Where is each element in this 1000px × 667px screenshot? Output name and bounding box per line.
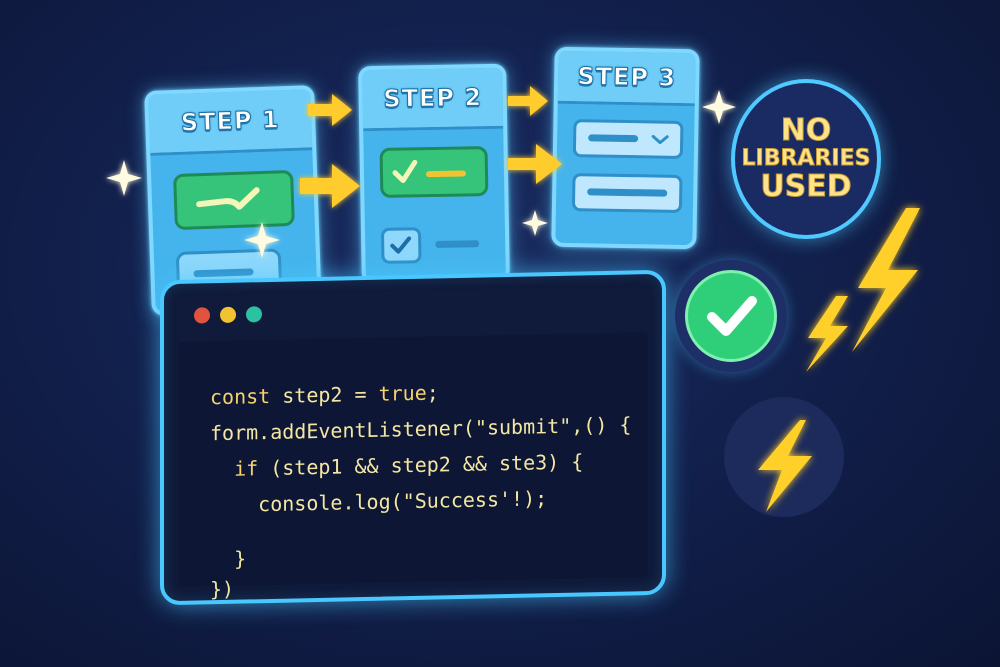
code-line-1: const step2 = true; [210,380,439,410]
lightning-icon [852,208,920,352]
lightning-icon [806,296,848,372]
window-maximize-dot[interactable] [246,306,262,323]
checkbox-check-icon [390,236,412,254]
sparkle-icon [702,90,736,124]
step-1-input-line [193,268,254,278]
step-1-success-field [173,169,295,231]
step-3-title: STEP 3 [577,62,677,93]
code-line-5: } [210,546,247,572]
step-3-card: STEP 3 [551,46,700,250]
success-check-circle [675,260,787,372]
step-3-input-line [587,188,668,197]
code-line-2: form.addEventListener("submit",() { [210,412,632,446]
step-2-card: STEP 2 [358,63,510,285]
step-3-select-field [572,119,684,160]
check-icon [707,296,757,336]
step-2-header: STEP 2 [362,67,504,132]
lightning-icon [758,420,812,512]
window-minimize-dot[interactable] [220,306,236,324]
arrow-right-icon [508,86,548,116]
code-editor: const step2 = true; form.addEventListene… [178,332,648,601]
step-1-card: STEP 1 [144,85,322,316]
wave-check-icon [196,187,260,210]
sparkle-icon [106,160,142,196]
step-2-checkbox [380,227,422,264]
step-2-success-field [379,146,489,198]
step-3-header: STEP 3 [557,50,696,107]
step-3-input-field [571,173,683,213]
code-line-6: }) [210,576,235,602]
badge-line-1: NO [780,112,832,148]
sparkle-icon [522,210,548,236]
code-line-4: console.log("Success'!); [210,486,548,518]
code-line-3: if (step1 && step2 && ste3) { [234,449,584,481]
window-close-dot[interactable] [194,307,210,324]
success-check-inner [685,270,777,362]
step-2-checkbox-label-line [435,240,480,248]
step-1-title: STEP 1 [180,105,281,137]
step-3-select-line [588,134,639,143]
step-2-title: STEP 2 [383,83,483,114]
badge-line-2: LIBRARIES [741,146,871,172]
code-window: const step2 = true; form.addEventListene… [160,269,666,606]
lightning-circle [724,397,844,517]
badge-line-3: USED [760,168,852,204]
check-icon [392,159,466,184]
chevron-down-icon [651,134,669,145]
no-libraries-badge: NO LIBRARIES USED [731,79,881,239]
step-1-header: STEP 1 [148,89,313,156]
